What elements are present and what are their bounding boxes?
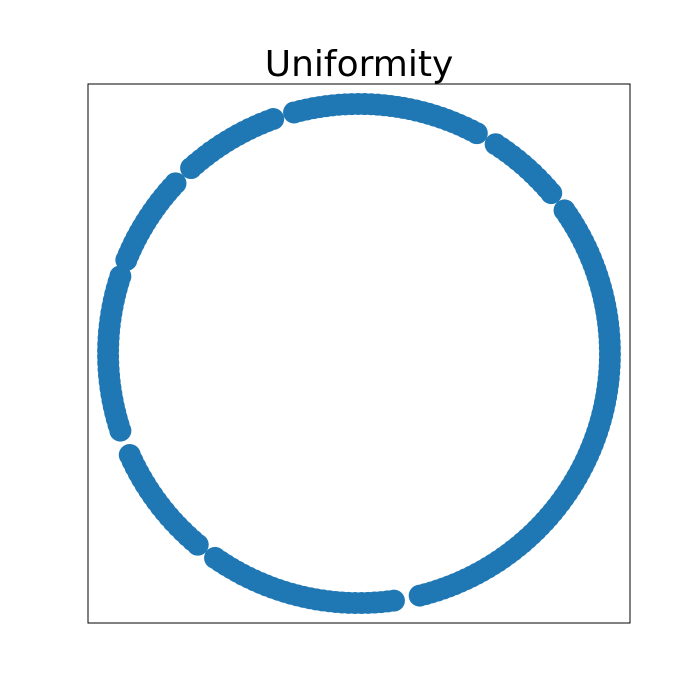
scatter-point — [484, 133, 507, 156]
plot-frame — [87, 83, 631, 624]
chart-title: Uniformity — [265, 44, 454, 85]
scatter-point — [382, 589, 405, 612]
scatter-point — [180, 157, 203, 180]
scatter-point — [109, 419, 132, 442]
scatter-points — [97, 92, 621, 615]
scatter-point — [553, 199, 576, 222]
scatter-point — [283, 101, 306, 124]
scatter-point — [186, 533, 209, 556]
